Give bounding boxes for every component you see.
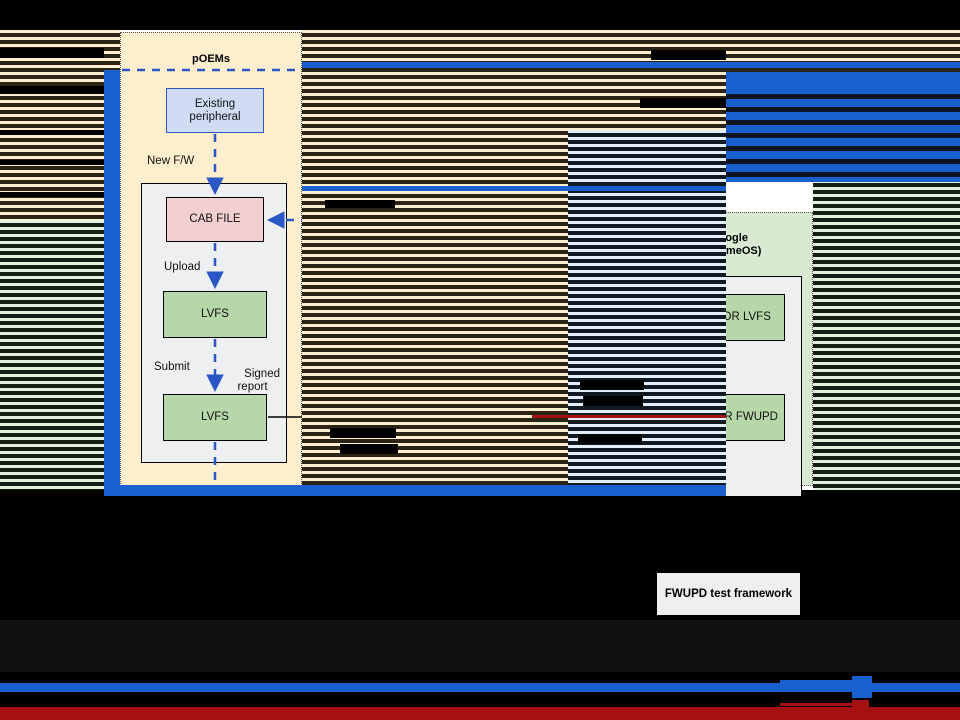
legend-blue-line (0, 683, 960, 692)
edge-label-upload: Upload (164, 261, 201, 273)
artifact-black-left-4 (0, 160, 104, 165)
artifact-black-mid-7 (583, 396, 643, 406)
artifact-band-right (813, 180, 960, 490)
artifact-black-mid-5 (340, 444, 398, 454)
lane-poems-title: pOEMs (192, 53, 230, 65)
background-panel-top (0, 0, 960, 30)
artifact-black-left-5 (0, 192, 104, 197)
artifact-bluebar-row-1 (302, 62, 960, 68)
legend-red-tick (780, 703, 855, 706)
background-panel-lower (0, 620, 960, 675)
legend-red-line (0, 707, 960, 720)
legend-divider (0, 672, 960, 678)
artifact-bluebar-topright (726, 72, 960, 86)
artifact-bluebar-row-2 (302, 186, 726, 191)
artifact-black-mid-4 (330, 428, 396, 438)
artifact-black-left-3 (0, 130, 104, 135)
edge-label-new-fw: New F/W (147, 155, 195, 167)
artifact-band-left-lower (0, 220, 120, 490)
node-lvfs-upload-label: LVFS (201, 308, 229, 320)
legend-red-marker (852, 700, 869, 718)
artifact-band-left-upper (0, 30, 120, 220)
artifact-black-bottom-strip (0, 496, 960, 508)
node-lvfs-upload[interactable]: LVFS (163, 291, 267, 338)
artifact-black-mid-8 (578, 434, 642, 444)
artifact-bluebar-left-stripes (104, 220, 120, 490)
edge-label-submit: Submit (154, 361, 190, 373)
fwupd-test-framework-box[interactable]: FWUPD test framework (657, 573, 800, 615)
node-cab-file-label: CAB FILE (189, 213, 241, 225)
node-cab-file[interactable]: CAB FILE (166, 197, 264, 242)
node-lvfs-submit-label: LVFS (201, 411, 229, 423)
legend-blue-tick (780, 680, 855, 683)
artifact-black-mid-3 (325, 200, 395, 208)
artifact-redbar-fwupd-rail (532, 415, 726, 418)
fwupd-test-framework-label: FWUPD test framework (664, 588, 793, 600)
artifact-band-topright-blue (726, 86, 960, 182)
node-lvfs-submit[interactable]: LVFS (163, 394, 267, 441)
artifact-bluebar-bottom (104, 485, 726, 496)
artifact-black-left-2 (0, 86, 104, 94)
legend-blue-marker (852, 676, 872, 698)
artifact-black-mid-6 (580, 380, 644, 390)
artifact-black-left-1 (0, 48, 104, 58)
